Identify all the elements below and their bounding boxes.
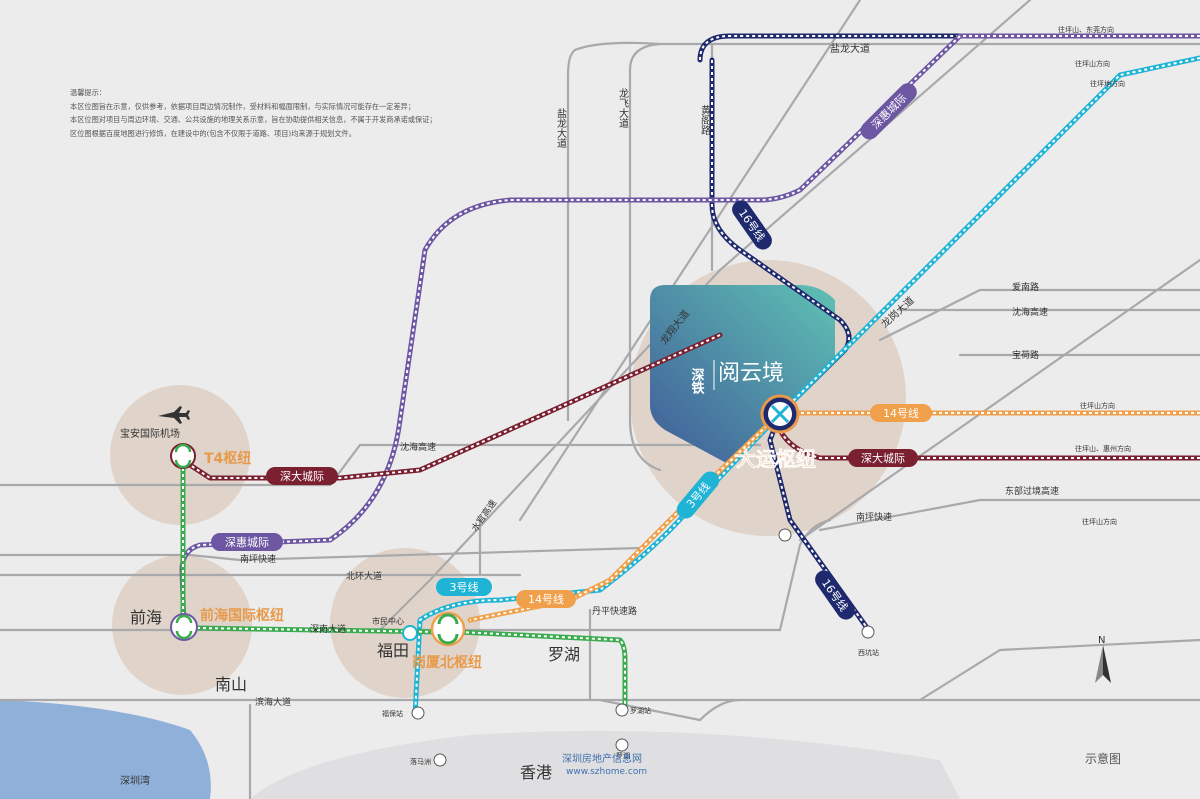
svg-text:14号线: 14号线 [883,406,919,420]
notice-line: 本区位图对项目与周边环境、交通、公共设施的地理关系示意，旨在协助提供相关信息，不… [70,115,437,124]
station-futian-port: 福保站 [382,709,403,718]
direction-5: 往坪山、惠州方向 [1075,444,1131,453]
line14-east-badge: 14号线 [870,404,932,422]
line14-south-badge: 14号线 [516,590,576,608]
hongkong-land [250,730,960,799]
watermark-url: www.szhome.com [566,767,647,777]
station-lok-ma-chau: 落马洲 [410,757,431,766]
airport-green-track-dash [182,468,626,705]
station-luohu: 罗湖站 [630,706,651,715]
line16-top-badge: 16号线 [732,200,772,250]
watermark-text: 深圳房地产信息网 [562,752,642,765]
t4-hub-label: T4枢纽 [204,450,251,467]
notice-line: 本区位图旨在示意，仅供参考，依据项目周边情况制作，受材料和幅面限制，与实际情况可… [70,101,416,111]
svg-text:深大城际: 深大城际 [861,451,905,465]
road-baohe: 宝荷路 [1012,349,1039,361]
project-brand: 深铁 [689,367,706,395]
road-longfei: 龙飞大道 [617,87,629,128]
line3-south-badge: 3号线 [676,471,720,519]
civic-center-label: 市民中心 [372,616,404,626]
line3-track [412,55,1200,718]
notice-line: 区位图根据百度地图进行修饰，在建设中的(包含不仅限于道路、项目)均来源于规划文件… [70,128,356,138]
dayun-hub-icon [760,394,800,434]
direction-1: 往坪山、东莞方向 [1058,25,1114,34]
road-yanlong-h: 盐龙大道 [830,42,870,55]
project-name: 阅云境 [718,361,784,386]
project-block [650,285,835,465]
gangxia-hub-label: 岗厦北枢纽 [412,654,482,671]
shenda-track-dash [189,334,1200,479]
dayun-hub-label: 大运枢纽 [736,447,816,471]
legend-schematic: 示意图 [1085,751,1121,766]
road-dongbu: 东部过境高速 [1005,485,1059,497]
district-nanshan: 南山 [215,675,247,694]
svg-text:深惠城际: 深惠城际 [868,91,909,132]
district-shenzhenwan: 深圳湾 [120,774,150,787]
station-xikeng: 西坑站 [858,648,879,657]
disclaimer-notice: 温馨提示： 本区位图旨在示意，仅供参考，依据项目周边情况制作，受材料和幅面限制，… [70,86,490,140]
district-hongkong: 香港 [520,763,552,782]
district-luohu: 罗湖 [548,645,580,664]
road-nanping-west: 南坪快速 [240,553,276,565]
direction-3: 往坪地方向 [1090,79,1125,88]
t4-hub-icon [170,443,196,469]
road-shennan: 深南大道 [310,623,346,635]
road-aichang: 爱南路 [1012,281,1039,293]
svg-text:深惠城际: 深惠城际 [225,535,269,549]
airport-label: 宝安国际机场 [120,427,180,440]
north-compass [1095,645,1111,683]
line3-mid-badge: 3号线 [436,578,492,596]
svg-text:14号线: 14号线 [528,592,564,606]
metro-station-icons [411,528,875,767]
svg-text:深大城际: 深大城际 [280,469,324,483]
road-shenhai-west: 沈海高速 [400,441,436,453]
road-longgang: 龙岗大道 [878,294,916,330]
road-danping: 丹平快速路 [592,605,637,617]
road-nanping-east: 南坪快速 [856,511,892,523]
district-qianhai: 前海 [130,608,162,627]
direction-4: 往坪山方向 [1080,401,1115,410]
qianhai-hub-label: 前海国际枢纽 [200,607,284,624]
compass-letter: N [1098,635,1105,646]
line16-bottom-badge: 16号线 [815,570,855,620]
district-futian: 福田 [377,641,409,660]
shenda-west-badge: 深大城际 [266,467,338,485]
road-longxiang: 龙翔大道 [657,307,692,347]
svg-text:3号线: 3号线 [450,580,479,594]
direction-6: 往坪山方向 [1082,517,1117,526]
shenhui-track-dash [180,35,1200,628]
road-beihuan: 北环大道 [346,570,382,582]
shenzhen-bay-water [0,700,211,799]
shenhui-ne-badge: 深惠城际 [860,83,917,140]
shenda-east-badge: 深大城际 [848,449,918,467]
road-binhai: 滨海大道 [255,696,291,708]
station-luohu-hk: 罗湖 [616,751,630,760]
road-shuiguan: 水官高速 [469,497,499,533]
road-huangge: 黄阁路 [699,104,711,136]
qianhai-hub-icon [170,613,198,641]
road-yanlong-v: 盐龙大道 [555,107,567,148]
shenhui-west-badge: 深惠城际 [211,533,283,551]
gangxia-hub-icon [430,611,466,647]
airplane-icon [158,406,190,424]
notice-title: 温馨提示： [70,88,106,97]
road-shenhai: 沈海高速 [1012,306,1048,318]
direction-2: 往坪山方向 [1075,59,1110,68]
civic-station-icon [402,625,418,641]
